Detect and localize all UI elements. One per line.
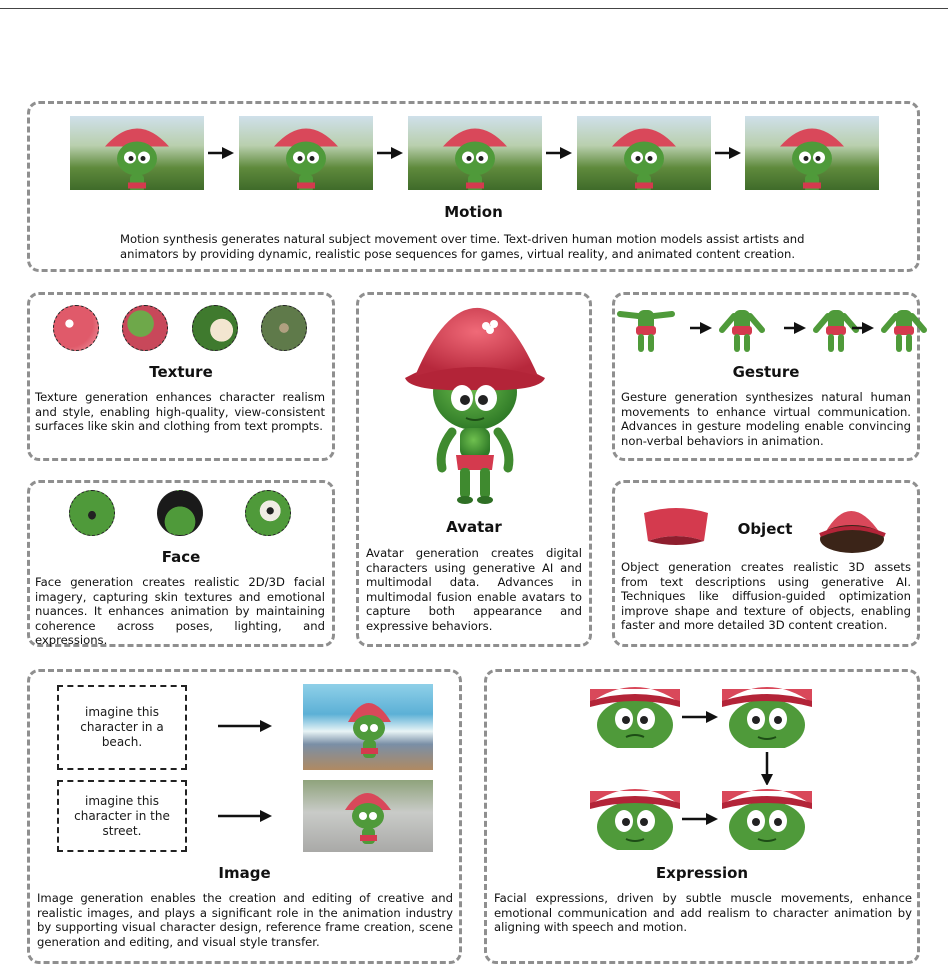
image-text: Image generation enables the creation an… (37, 891, 453, 949)
beach-scene-image (303, 684, 433, 770)
motion-frame-2 (239, 116, 373, 190)
top-rule (0, 8, 948, 9)
texture-title: Texture (149, 363, 213, 381)
texture-sample-3 (192, 305, 238, 351)
face-sample-2 (157, 490, 203, 536)
motion-text: Motion synthesis generates natural subje… (120, 232, 805, 261)
prompt-box-street: imagine this character in the street. (57, 780, 187, 852)
texture-text: Texture generation enhances character re… (35, 390, 325, 434)
gesture-pose-4 (874, 306, 934, 354)
object-title: Object (737, 520, 793, 538)
expression-face-1 (590, 683, 680, 748)
expression-face-4 (722, 785, 812, 850)
motion-panel (27, 101, 920, 272)
face-text: Face generation creates realistic 2D/3D … (35, 575, 325, 648)
arrow-right-icon (218, 719, 272, 733)
texture-panel (27, 292, 335, 461)
prompt-box-beach: imagine this character in a beach. (57, 685, 187, 770)
avatar-title: Avatar (446, 518, 502, 536)
face-sample-1 (69, 490, 115, 536)
avatar-character-image (390, 300, 560, 510)
texture-sample-2 (122, 305, 168, 351)
arrow-right-icon (715, 146, 741, 160)
motion-frame-1 (70, 116, 204, 190)
texture-sample-1 (53, 305, 99, 351)
expression-face-2 (722, 683, 812, 748)
gesture-title: Gesture (732, 363, 800, 381)
avatar-panel (356, 292, 592, 647)
expression-title: Expression (655, 864, 749, 882)
motion-title: Motion (444, 203, 503, 221)
arrow-right-icon (218, 809, 272, 823)
arrow-right-icon (784, 321, 806, 335)
motion-frame-3 (408, 116, 542, 190)
motion-frame-4 (577, 116, 711, 190)
gesture-pose-1 (616, 306, 676, 354)
prompt-street-text: imagine this character in the street. (74, 793, 170, 838)
expression-face-3 (590, 785, 680, 850)
gesture-panel (612, 292, 920, 461)
arrow-down-icon (760, 752, 774, 786)
object-panel (612, 480, 920, 647)
face-panel (27, 480, 335, 647)
motion-frame-5 (745, 116, 879, 190)
arrow-right-icon (682, 710, 718, 724)
arrow-right-icon (852, 321, 874, 335)
arrow-right-icon (682, 812, 718, 826)
texture-sample-4 (261, 305, 307, 351)
face-title: Face (161, 548, 201, 566)
face-sample-3 (245, 490, 291, 536)
object-hat-image (815, 495, 890, 557)
gesture-pose-2 (712, 306, 772, 354)
arrow-right-icon (690, 321, 712, 335)
expression-text: Facial expressions, driven by subtle mus… (494, 891, 912, 935)
image-panel (27, 669, 462, 964)
gesture-text: Gesture generation synthesizes natural h… (621, 390, 911, 448)
street-scene-image (303, 780, 433, 852)
object-shorts-image (640, 505, 712, 549)
arrow-right-icon (377, 146, 403, 160)
expression-panel (484, 669, 920, 964)
arrow-right-icon (546, 146, 572, 160)
image-title: Image (218, 864, 271, 882)
arrow-right-icon (208, 146, 234, 160)
avatar-text: Avatar generation creates digital charac… (366, 546, 582, 633)
object-text: Object generation creates realistic 3D a… (621, 560, 911, 633)
prompt-beach-text: imagine this character in a beach. (80, 705, 164, 749)
